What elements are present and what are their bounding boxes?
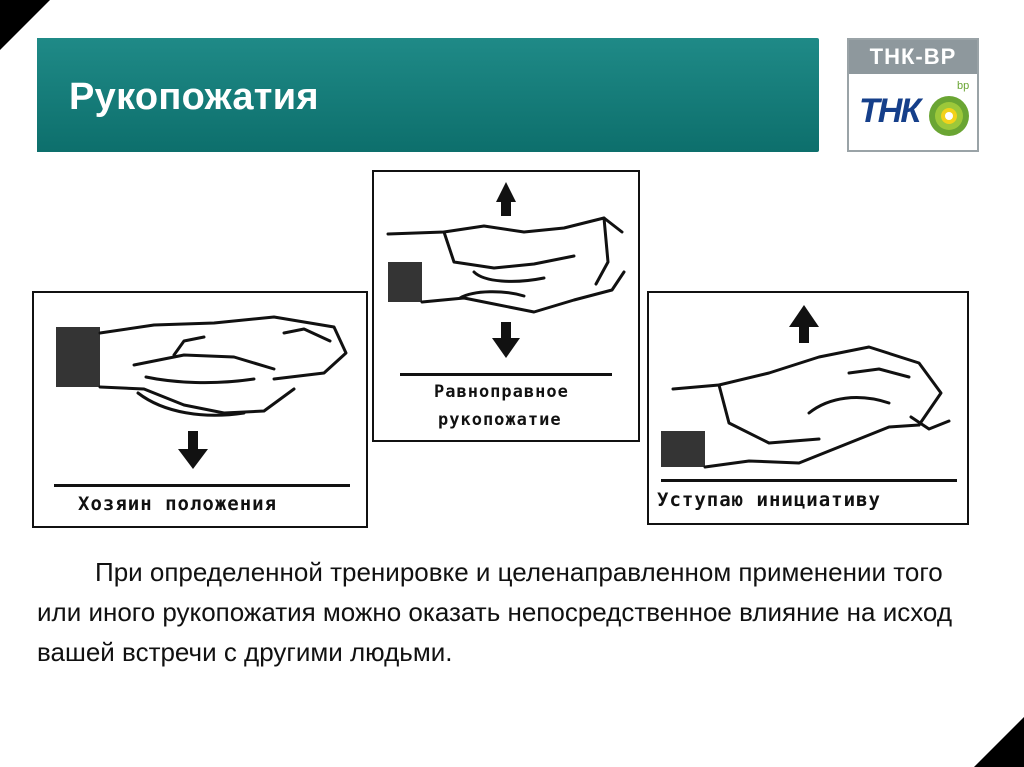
- logo-wordmark: ТНК-ВР: [849, 40, 977, 74]
- company-logo: ТНК-ВР ТНК bp: [847, 38, 979, 152]
- logo-bp-text: bp: [957, 80, 970, 92]
- bp-sun-icon: [929, 96, 969, 136]
- card-caption-line2: рукопожатие: [438, 410, 562, 430]
- page-title: Рукопожатия: [69, 76, 319, 118]
- handshake-equal-icon: [386, 182, 626, 376]
- down-arrow-icon: [178, 431, 208, 469]
- corner-decoration: [974, 717, 1024, 767]
- handshake-palm-down-icon: [54, 315, 350, 487]
- card-caption-line1: Равноправное: [434, 382, 569, 402]
- up-arrow-icon: [496, 182, 516, 216]
- handshake-card-equal: Равноправное рукопожатие: [372, 170, 640, 442]
- handshake-palm-up-icon: [661, 305, 957, 482]
- handshake-card-dominant: Хозяин положения: [32, 291, 368, 528]
- handshake-card-submissive: Уступаю инициативу: [647, 291, 969, 525]
- title-bar: Рукопожатия: [37, 38, 819, 152]
- card-caption: Уступаю инициативу: [657, 489, 881, 511]
- body-paragraph: При определенной тренировке и целенаправ…: [37, 552, 967, 672]
- logo-mark: ТНК: [859, 92, 921, 130]
- down-arrow-icon: [492, 322, 520, 358]
- card-caption: Хозяин положения: [78, 493, 278, 515]
- body-text: При определенной тренировке и целенаправ…: [37, 557, 952, 667]
- up-arrow-icon: [789, 305, 819, 343]
